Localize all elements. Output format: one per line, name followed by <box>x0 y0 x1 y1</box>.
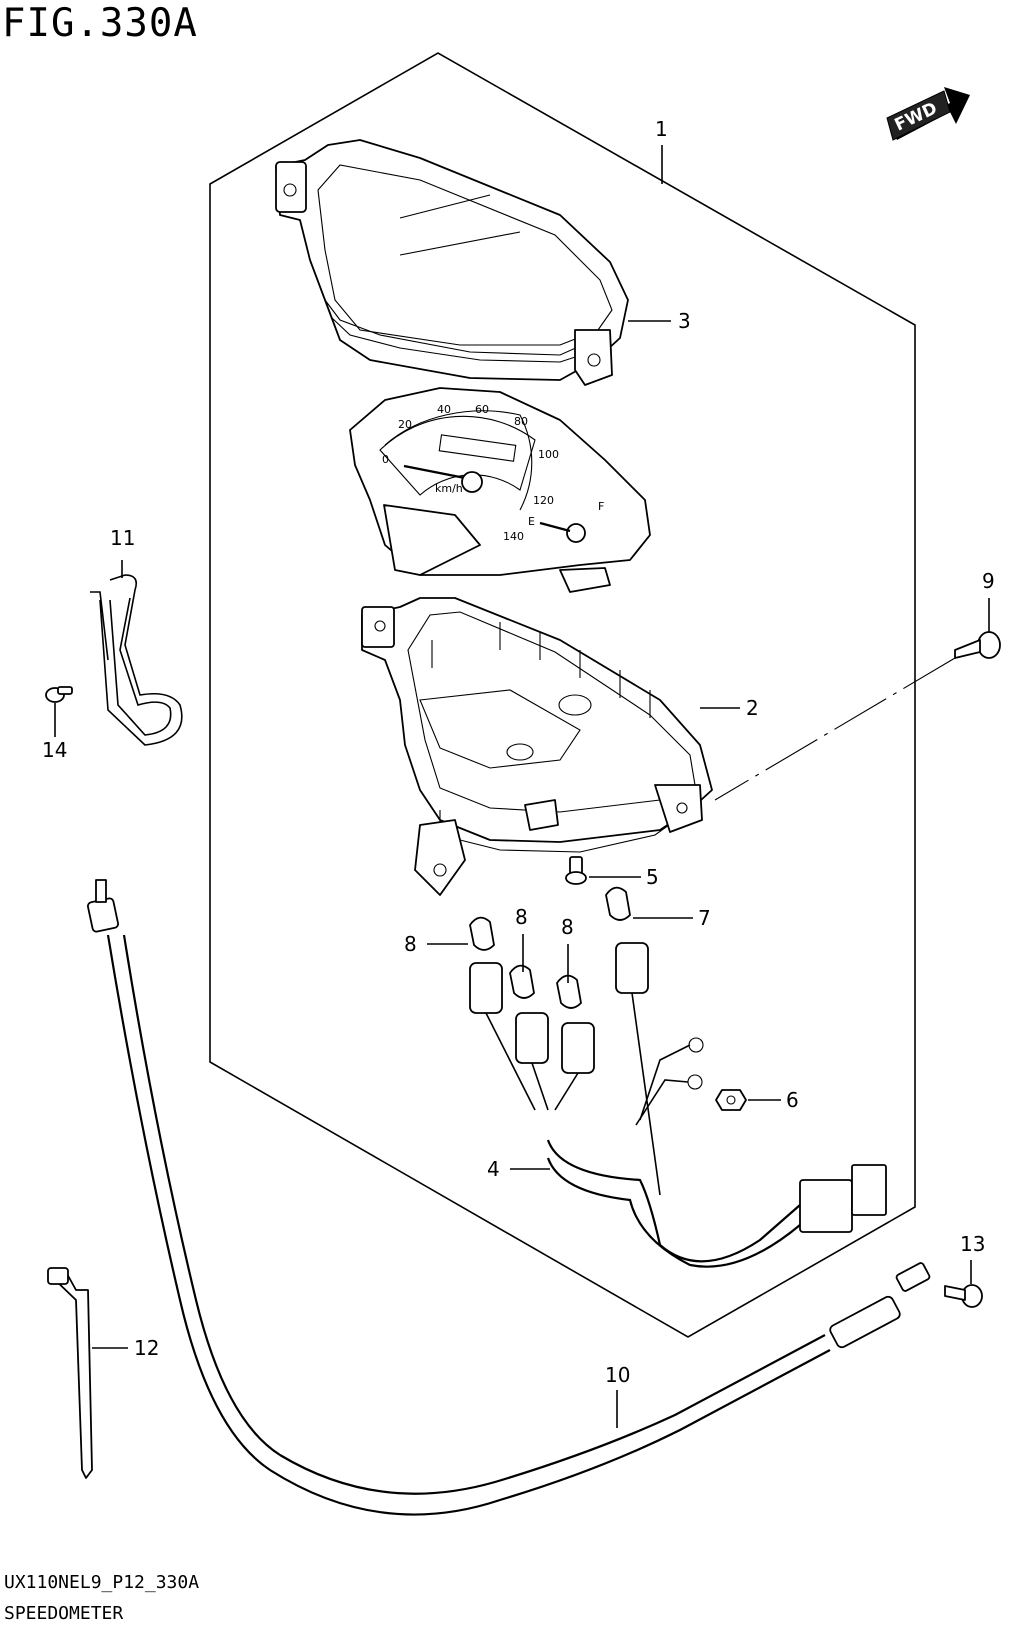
figure-title: FIG.330A <box>2 1 198 46</box>
dial-mark-0: 0 <box>382 453 389 466</box>
dial-mark-100: 100 <box>538 448 559 461</box>
dial-unit: km/h <box>435 482 463 495</box>
dial-mark-40: 40 <box>437 403 451 416</box>
callout-14: 14 <box>42 738 67 762</box>
meter-case <box>361 597 713 896</box>
callout-3: 3 <box>678 309 691 333</box>
cable-tie-part-12 <box>47 1267 93 1479</box>
callout-13: 13 <box>960 1232 985 1256</box>
callout-10: 10 <box>605 1363 630 1387</box>
callout-5: 5 <box>646 865 659 889</box>
callout-8-right: 8 <box>561 915 574 939</box>
callout-2: 2 <box>746 696 759 720</box>
wiring-harness <box>469 942 887 1268</box>
assembly-outline <box>209 52 916 1338</box>
screw-part-5 <box>565 856 587 885</box>
dial-mark-80: 80 <box>514 415 528 428</box>
screw-part-13 <box>944 1284 983 1308</box>
dial-mark-20: 20 <box>398 418 412 431</box>
meter-cover <box>275 139 629 386</box>
fwd-arrow-icon: FWD <box>886 87 970 141</box>
dial-mark-140: 140 <box>503 530 524 543</box>
fuel-full-mark: F <box>598 500 604 513</box>
callout-8-left: 8 <box>404 932 417 956</box>
bulb-part-7 <box>605 886 631 921</box>
callout-6: 6 <box>786 1088 799 1112</box>
nut-part-6 <box>715 1089 747 1111</box>
callout-7: 7 <box>698 906 711 930</box>
bulb-part-8-left <box>469 916 495 951</box>
callout-11: 11 <box>110 526 135 550</box>
bulb-part-8-right <box>556 974 582 1009</box>
bracket-part-11 <box>90 574 183 746</box>
screw-part-9 <box>954 631 1001 659</box>
dial-mark-60: 60 <box>475 403 489 416</box>
figure-code: UX110NEL9_P12_330A <box>4 1572 200 1593</box>
dial-mark-120: 120 <box>533 494 554 507</box>
screw-part-14 <box>45 686 73 703</box>
callout-4: 4 <box>487 1157 500 1181</box>
figure-name: SPEEDOMETER <box>4 1603 124 1624</box>
bulb-part-8-center <box>509 964 535 999</box>
callout-12: 12 <box>134 1336 159 1360</box>
callout-1: 1 <box>655 117 668 141</box>
callout-8-center: 8 <box>515 905 528 929</box>
speedometer-cable <box>87 879 931 1516</box>
fuel-empty-mark: E <box>528 515 535 528</box>
callout-9: 9 <box>982 569 995 593</box>
speedometer-dial: 0 20 40 60 80 100 120 140 km/h F E <box>349 387 651 593</box>
